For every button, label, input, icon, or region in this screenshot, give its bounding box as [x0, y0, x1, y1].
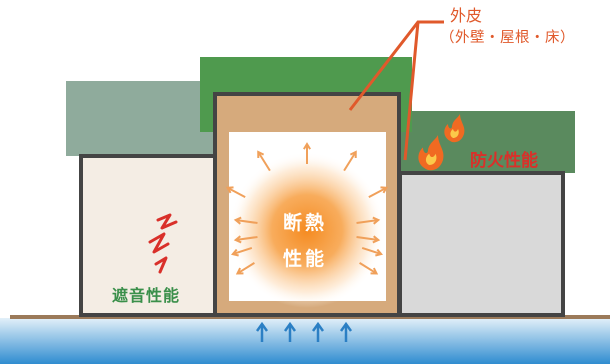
arrow-icon [233, 235, 258, 244]
arrow-icon [235, 262, 255, 275]
envelope-sublabel: （外壁・屋根・床） [440, 30, 575, 46]
fire-performance-label: 防火性能 [470, 151, 538, 171]
leader-line-2 [403, 21, 420, 161]
arrow-icon [230, 246, 253, 257]
arrow-icon [368, 186, 389, 199]
up-arrow-icon [255, 321, 269, 342]
underfloor-water [0, 318, 610, 364]
arrow-icon [257, 150, 271, 172]
arrow-icon [361, 246, 384, 257]
flame-icon [418, 135, 444, 171]
sound-wave-icon [148, 213, 178, 274]
flame-icon [444, 114, 465, 143]
up-arrow-icon [283, 321, 297, 342]
up-arrow-icon [339, 321, 353, 342]
envelope-leader-lines [348, 20, 444, 161]
arrow-icon [356, 216, 381, 225]
left-house-roof [66, 81, 216, 156]
left-house-body [79, 154, 218, 317]
arrow-icon [225, 186, 246, 199]
envelope-label: 外皮 [450, 6, 483, 25]
arrow-icon [343, 150, 357, 172]
arrow-icon [356, 235, 381, 244]
heat-arrows [225, 142, 389, 275]
arrow-icon [359, 262, 379, 275]
heat-glow [229, 152, 385, 308]
up-arrow-icon [311, 321, 325, 342]
sound-insulation-label: 遮音性能 [112, 286, 181, 305]
arrow-icon [233, 216, 258, 225]
right-house-body [398, 171, 565, 317]
up-arrows [255, 321, 353, 342]
thermal-insulation-label-2: 性能 [283, 248, 328, 270]
arrow-icon [303, 142, 311, 164]
thermal-insulation-label-1: 断熱 [283, 212, 328, 234]
